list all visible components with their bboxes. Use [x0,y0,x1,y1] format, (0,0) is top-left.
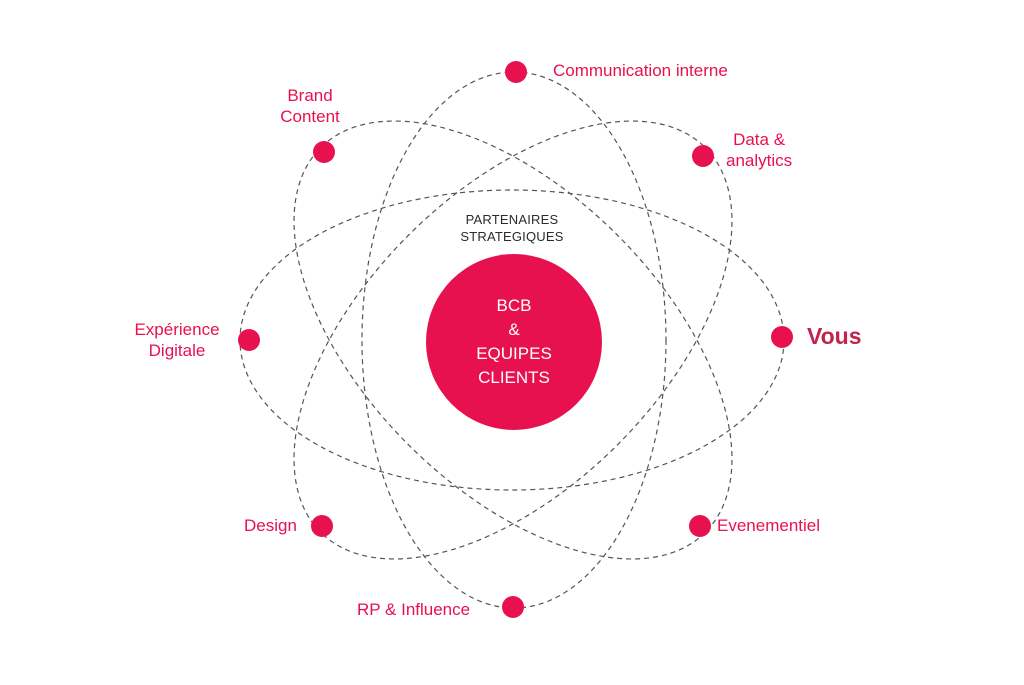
center-hub: BCB & EQUIPES CLIENTS [426,254,602,430]
node-label-rp: RP & Influence [357,599,470,620]
hub-line: EQUIPES [476,344,552,363]
node-label-evenementiel: Evenementiel [717,515,820,536]
hub-line: CLIENTS [478,368,550,387]
node-label-line: Brand [287,86,333,105]
center-subtitle-line: PARTENAIRES [465,212,559,227]
node-dot-design [311,515,333,537]
node-dot-evenementiel [689,515,711,537]
node-dot-experience [238,329,260,351]
node-label-line: Expérience [134,320,220,339]
node-label-line: Data & [733,130,786,149]
hub-line: BCB [496,296,532,315]
node-dot-brand [313,141,335,163]
node-dot-rp [502,596,524,618]
node-label-line: Design [244,516,297,535]
node-dot-data [692,145,714,167]
node-label-line: Communication interne [553,61,728,80]
node-label-experience: Expérience Digitale [118,319,236,361]
node-label-line: analytics [726,151,793,170]
node-dot-communication [505,61,527,83]
node-label-communication: Communication interne [553,60,728,81]
node-dot-vous [771,326,793,348]
node-label-line: Digitale [148,341,206,360]
node-label-design: Design [244,515,297,536]
node-label-line: Content [280,107,340,126]
center-hub-text: BCB & EQUIPES CLIENTS [476,294,552,390]
node-label-line: Evenementiel [717,516,821,535]
node-label-line: RP & Influence [357,600,471,619]
node-label-line: Vous [807,323,862,349]
node-label-brand: Brand Content [272,85,348,127]
node-label-vous: Vous [807,322,862,350]
node-label-data: Data & analytics [726,129,792,171]
center-subtitle: PARTENAIRES STRATEGIQUES [432,211,592,245]
center-subtitle-line: STRATEGIQUES [460,229,564,244]
hub-line: & [508,320,520,339]
